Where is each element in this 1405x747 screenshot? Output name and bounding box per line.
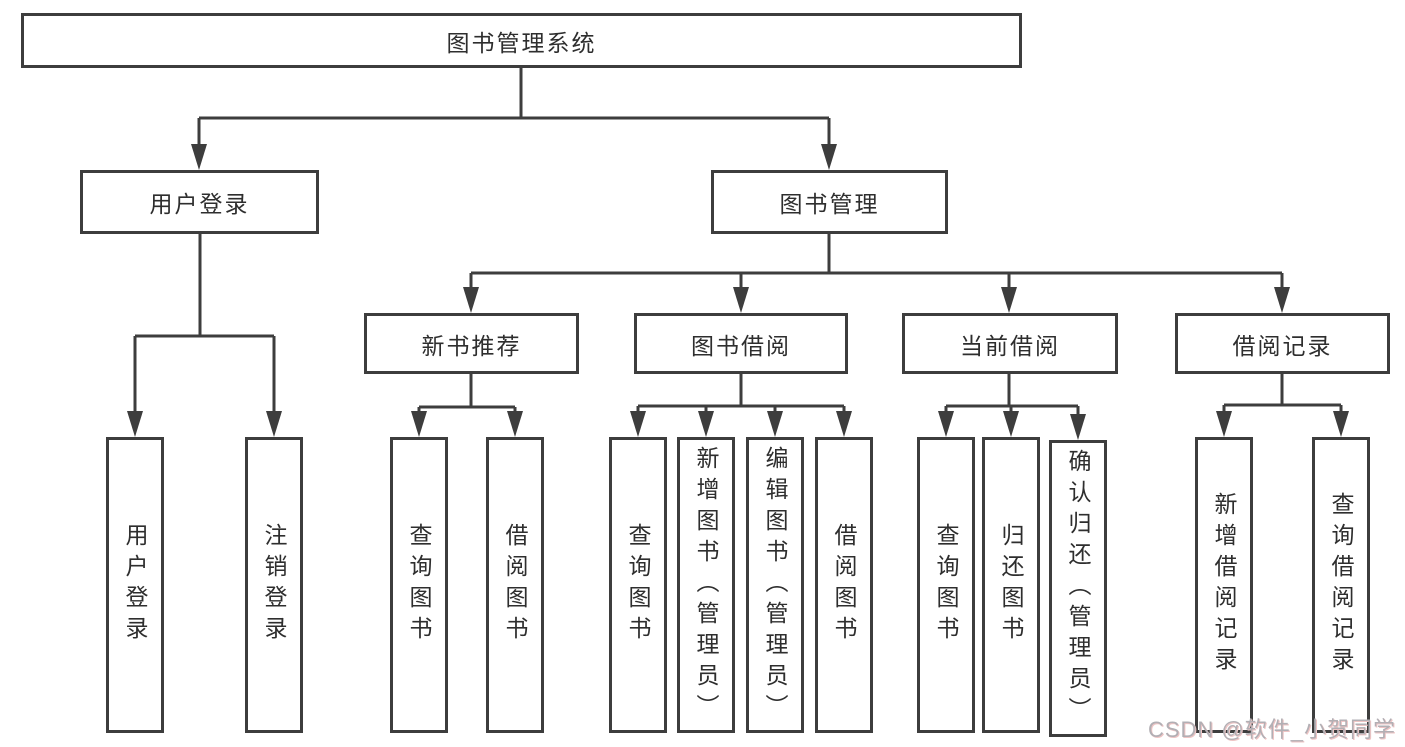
leaf-user-login: 用户登录 xyxy=(106,437,164,733)
node-current-borrow: 当前借阅 xyxy=(902,313,1118,374)
leaf-add-borrow-record: 新增借阅记录 xyxy=(1195,437,1253,733)
csdn-watermark: CSDN @软件_小贺同学 xyxy=(1147,717,1396,742)
leaf-confirm-return-admin: 确认归还（管理员） xyxy=(1049,440,1107,737)
leaf-return-books: 归还图书 xyxy=(982,437,1040,733)
node-new-book-recommend: 新书推荐 xyxy=(364,313,579,374)
leaf-borrow-books: 借阅图书 xyxy=(815,437,873,733)
leaf-query-books-recommend: 查询图书 xyxy=(390,437,448,733)
leaf-query-books-current: 查询图书 xyxy=(917,437,975,733)
leaf-edit-books-admin: 编辑图书（管理员） xyxy=(746,437,804,733)
leaf-query-books-borrow: 查询图书 xyxy=(609,437,667,733)
node-library-management-system: 图书管理系统 xyxy=(21,13,1022,68)
node-book-borrow: 图书借阅 xyxy=(634,313,848,374)
leaf-query-borrow-record: 查询借阅记录 xyxy=(1312,437,1370,733)
leaf-add-books-admin: 新增图书（管理员） xyxy=(677,437,735,733)
node-book-management: 图书管理 xyxy=(711,170,948,234)
leaf-borrow-books-recommend: 借阅图书 xyxy=(486,437,544,733)
node-borrow-record: 借阅记录 xyxy=(1175,313,1390,374)
leaf-logout: 注销登录 xyxy=(245,437,303,733)
node-user-login: 用户登录 xyxy=(80,170,319,234)
